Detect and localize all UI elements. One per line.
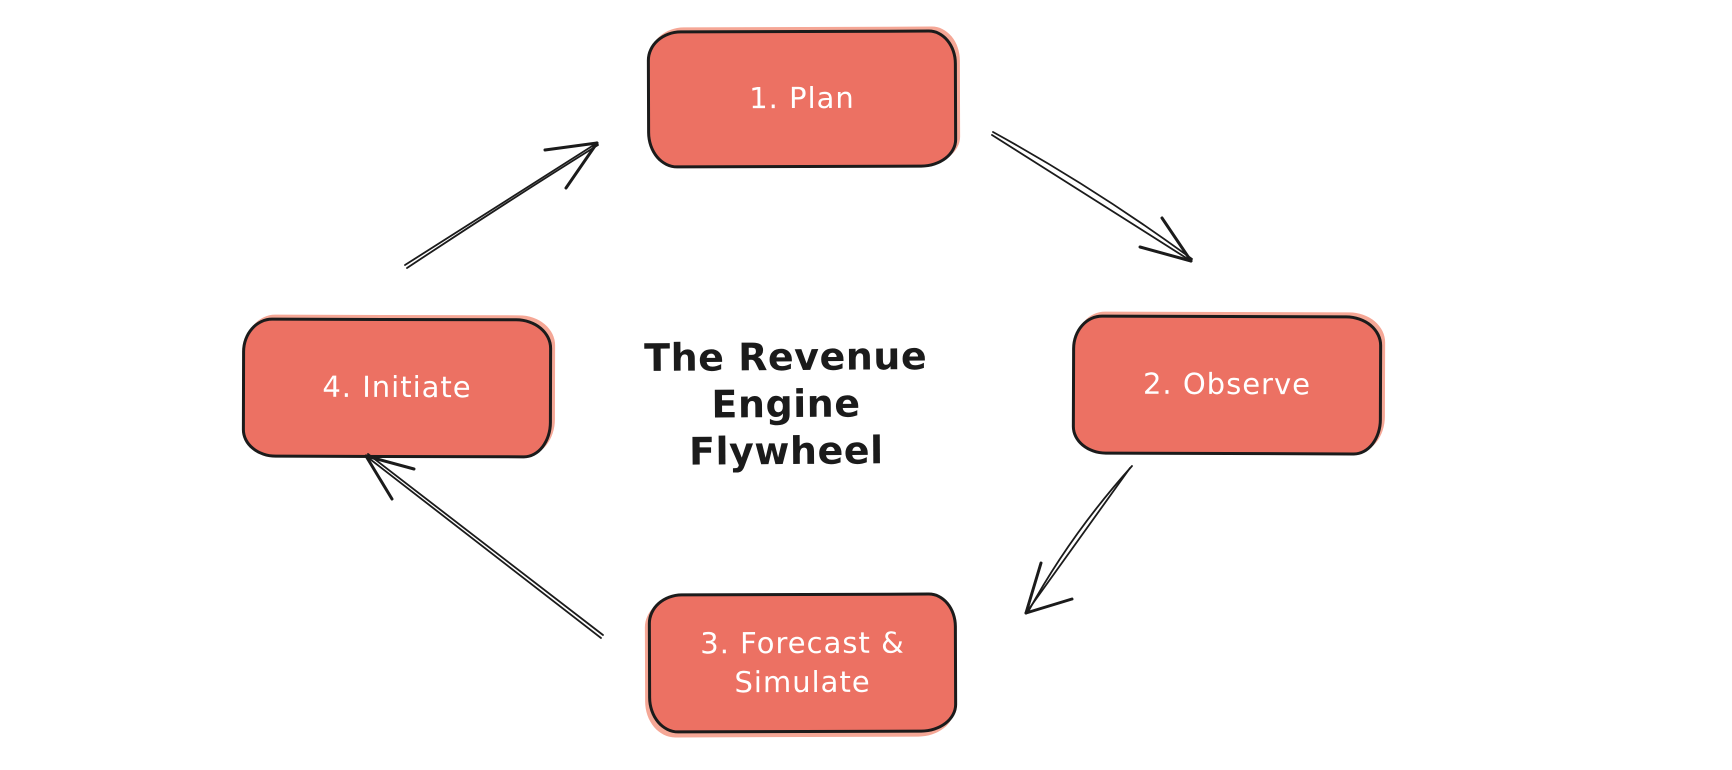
diagram-title-line-2: Engine Flywheel [688,381,884,474]
node-observe-label: 2. Observe [1142,367,1312,402]
arrow-initiate-to-plan-icon [404,141,599,269]
diagram-title-line-1: The Revenue [644,334,928,380]
node-forecast-simulate: 3. Forecast & Simulate [647,592,958,734]
node-plan-label: 1. Plan [749,81,855,116]
arrow-plan-to-observe-icon [991,131,1193,263]
node-initiate: 4. Initiate [241,317,553,459]
node-plan: 1. Plan [646,29,958,169]
arrow-observe-to-forecast-icon [1024,465,1133,615]
arrow-forecast-to-initiate-icon [364,453,604,639]
node-forecast-simulate-label: 3. Forecast & Simulate [700,625,905,700]
node-initiate-label: 4. Initiate [322,370,472,405]
node-observe: 2. Observe [1071,314,1383,456]
diagram-title: The Revenue Engine Flywheel [616,333,957,477]
